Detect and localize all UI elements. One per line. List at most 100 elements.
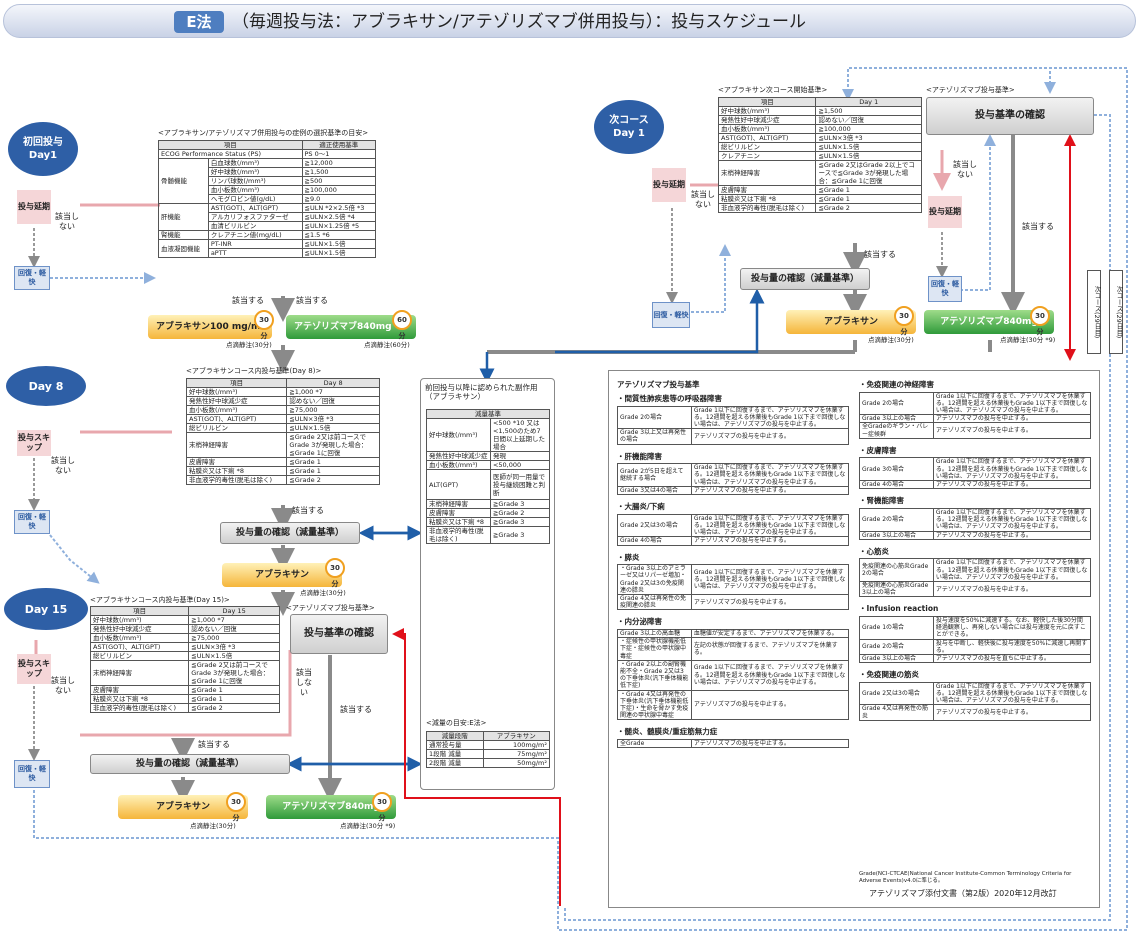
table-row: ・Grade 2以上の副腎機能不全・Grade 2又は3の下垂体炎(汎下垂体機能… <box>617 659 850 691</box>
table-row: 非血液学的毒性(脱毛は除く)≦Grade 2 <box>717 203 922 213</box>
table-row: ALT(GPT)医師が同一用量で投与継続困難と判断 <box>426 469 551 500</box>
table-cell: Grade 2の場合 <box>617 405 692 430</box>
infusion-note: 点滴静注(30分 *9) <box>1000 336 1056 344</box>
ae-section-heading: ・腎機能障害 <box>859 496 904 506</box>
sel-cell: ≧12,000 <box>301 158 377 168</box>
table-cell: Grade 3又は4の場合 <box>617 485 692 496</box>
table-cell: ≧1,000 *7 <box>188 615 280 625</box>
table-cell: Grade 1以下に回復するまで、アテゾリズマブを休薬する。12週間を超える休薬… <box>932 457 1092 482</box>
table-cell: 総ビリルビン <box>89 651 190 661</box>
table-row: 末梢神経障害≦Grade 2又は前コースでGrade 3が発現した場合：≦Gra… <box>89 660 280 686</box>
table-cell: 認めない／回復 <box>815 115 922 125</box>
table-cell: 認めない／回復 <box>188 624 280 634</box>
table-cell: 免疫関連の心筋炎Grade 2の場合 <box>859 558 934 582</box>
table-cell: 発熱性好中球減少症 <box>426 451 491 461</box>
dose-guide-caption: <減量の目安:E法> <box>426 719 487 727</box>
table-cell: アテゾリズマブの投与を中止する。 <box>690 739 850 749</box>
ae-section-heading: ・髄炎、髄膜炎/重症筋無力症 <box>617 727 718 737</box>
atezo-caption-next: <アテゾリズマブ投与基準> <box>926 86 1015 94</box>
sel-group: 血液凝固機能 <box>158 239 209 258</box>
clock-icon: 30分 <box>894 306 914 336</box>
abraxane-bar-day8: アブラキサン <box>222 563 342 587</box>
table-row: 皮膚障害≦Grade 1 <box>717 185 922 195</box>
table-cell: アテゾリズマブの投与を直ちに中止する。 <box>932 653 1092 664</box>
sel-cell: aPTT <box>207 248 303 258</box>
ae-section-heading: ・膵炎 <box>617 552 640 562</box>
sel-cell: ≦ULN×1.25倍 *5 <box>301 221 377 231</box>
table-cell: Grade 4の場合 <box>617 536 692 546</box>
next-line1: 次コース <box>609 115 649 126</box>
prev-title: 前回投与以降に認められた副作用（アブラキサン） <box>425 383 538 401</box>
sel-cell: 血小板数(/mm³) <box>207 185 303 195</box>
ae-section-heading: ・大腸炎/下痢 <box>617 502 665 512</box>
table-cell: 好中球数(/mm³) <box>426 418 491 452</box>
table-cell: Grade 1以下に回復するまで、アテゾリズマブを休薬する。12週間を超える休薬… <box>932 391 1092 416</box>
table-row: 免疫関連の心筋炎Grade 3以上の場合アテゾリズマブの投与を中止する。 <box>859 580 1092 598</box>
table-row: 粘膜炎又は下痢 *8≦Grade 1 <box>185 466 380 476</box>
table-row: 総ビリルビン≦ULN×1.5倍 <box>717 142 922 152</box>
table-header: 項目 <box>185 378 288 388</box>
next-course-label-a: 次コース(29日目) <box>1087 270 1101 354</box>
table-cell: ≦Grade 2又はGrade 2以上でコースで≦Grade 3が発現した場合：… <box>815 160 922 186</box>
page-title: （毎週投与法：アブラキサン/アテゾリズマブ併用投与）：投与スケジュール <box>232 12 807 32</box>
table-cell: 全Grade <box>617 739 692 749</box>
table-cell: 血小板数(/mm³) <box>89 633 190 643</box>
table-cell: 好中球数(/mm³) <box>89 615 190 625</box>
postpone-box-next: 投与延期 <box>652 168 686 202</box>
infusion-note: 点滴静注(30分) <box>868 336 914 344</box>
table-cell: 100mg/m² <box>482 740 551 750</box>
table-cell: Grade 1以下に回復するまで、アテゾリズマブを休薬する。12週間を超える休薬… <box>932 558 1092 582</box>
day1-line2: Day1 <box>28 150 58 161</box>
table-cell: Grade 1以下に回復するまで、アテゾリズマブを休薬する。12週間を超える休薬… <box>690 405 850 430</box>
table-row: 総ビリルビン≦ULN×1.5倍 <box>185 423 380 433</box>
table-row: 好中球数(/mm³)≧1,500 <box>717 106 922 116</box>
table-cell: Grade 3以上の高血糖 <box>617 628 692 639</box>
table-header: Day 15 <box>188 606 280 616</box>
table-row: 末梢神経障害≧Grade 3 <box>426 499 551 509</box>
table-row: 発熱性好中球減少症認めない／回復 <box>717 115 922 125</box>
sel-cell: ≦ULN×2.5倍 *4 <box>301 212 377 222</box>
criteria-check-box: 投与基準の確認 <box>290 614 388 654</box>
table-cell: Grade 2の場合 <box>859 507 934 532</box>
dose-check-box-next: 投与量の確認（減量基準） <box>740 268 870 290</box>
sel-cell: ≧9.0 <box>301 194 377 204</box>
table-row: Grade 1の場合投与速度を50%に減速する。なお、軽快した後30分間経過観察… <box>859 615 1092 640</box>
day8-circle: Day 8 <box>6 366 86 406</box>
table-row: 好中球数(/mm³)<500 *10 又は<1,500のため7日間以上延期した場… <box>426 418 551 452</box>
table-header: 項目 <box>717 97 817 107</box>
table-row: 好中球数(/mm³)≧1,000 *7 <box>185 387 380 397</box>
table-cell: ≦ULN×1.5倍 <box>188 651 280 661</box>
table-cell: ≦Grade 2又は前コースでGrade 3が発現した場合：≦Grade 1に回… <box>286 432 380 458</box>
table-header: 項目 <box>89 606 190 616</box>
table-cell: 投与を中断し、軽快後に投与速度を50%に減速し再開する。 <box>932 638 1092 656</box>
sel-cell: ≧1,500 <box>301 167 377 177</box>
table-cell: Grade 1以下に回復するまで、アテゾリズマブを休薬する。12週間を超える休薬… <box>690 463 850 487</box>
table-cell: ≦Grade 1 <box>188 685 280 695</box>
table-cell: 50mg/m² <box>482 758 551 768</box>
table-cell: 粘膜炎又は下痢 *8 <box>89 694 190 704</box>
table-cell: ≦Grade 2 <box>286 475 380 485</box>
ae-section-heading: ・皮膚障害 <box>859 445 897 455</box>
table-cell: ≦Grade 2 <box>815 203 922 213</box>
table-cell: 皮膚障害 <box>185 457 288 467</box>
table-cell: <500 *10 又は<1,500のため7日間以上延期した場合 <box>489 418 551 452</box>
clock-icon: 30分 <box>254 310 274 340</box>
table-row: 血小板数(/mm³)≧75,000 <box>89 633 280 643</box>
sel-cell: PS 0～1 <box>301 149 377 159</box>
table-row: 血小板数(/mm³)<50,000 <box>426 460 551 470</box>
table-cell: ・症候性の甲状腺機能低下症・症候性の甲状腺中毒症 <box>617 637 692 661</box>
table-cell: Grade 3以上又は再発性の場合 <box>617 428 692 445</box>
table-cell: ≧75,000 <box>286 405 380 415</box>
